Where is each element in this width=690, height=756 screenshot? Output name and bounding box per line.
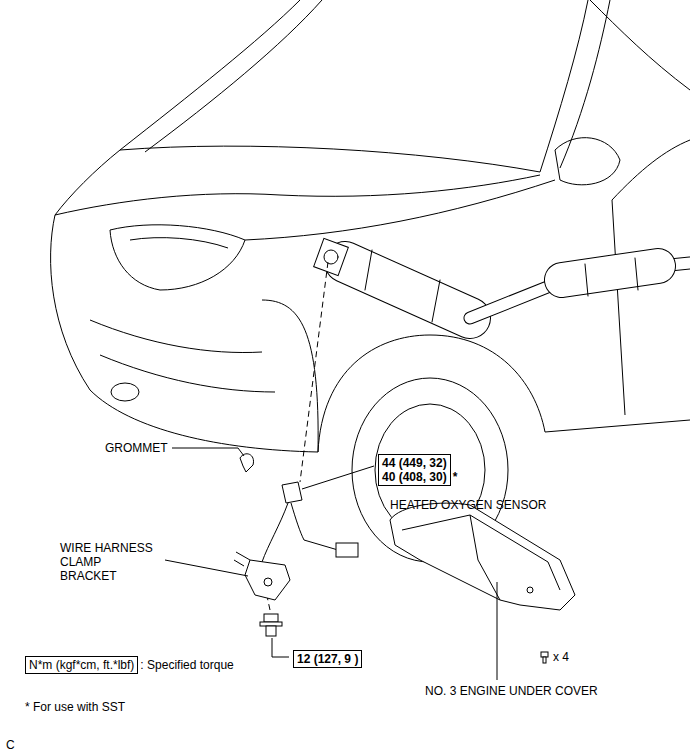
part-label: C (6, 738, 15, 752)
exhaust-system (314, 238, 690, 322)
torque-box: N*m (kgf*cm, ft.*lbf) (25, 656, 138, 674)
part-label: x 4 (553, 650, 569, 664)
torque-value: 12 (127, 9 ) (297, 652, 358, 666)
part-label: GROMMET (105, 441, 168, 455)
part-label: : Specified torque (140, 658, 233, 672)
parts (234, 454, 358, 636)
under-cover (390, 503, 575, 663)
car-body (51, 0, 690, 562)
part-label: HEATED OXYGEN SENSOR (390, 498, 546, 512)
part-label: NO. 3 ENGINE UNDER COVER (425, 684, 598, 698)
torque-value: N*m (kgf*cm, ft.*lbf) (29, 658, 134, 672)
torque-box: 12 (127, 9 ) (293, 650, 362, 668)
torque-value: 40 (408, 30) (382, 470, 447, 484)
leader-lines (165, 448, 497, 680)
part-label: * (453, 470, 458, 484)
part-label: WIRE HARNESS CLAMP BRACKET (60, 541, 160, 583)
torque-value: 44 (449, 32) (382, 456, 447, 470)
torque-box: 44 (449, 32)40 (408, 30) (378, 454, 451, 486)
dashed-guide (267, 262, 328, 610)
part-label: * For use with SST (25, 700, 125, 714)
